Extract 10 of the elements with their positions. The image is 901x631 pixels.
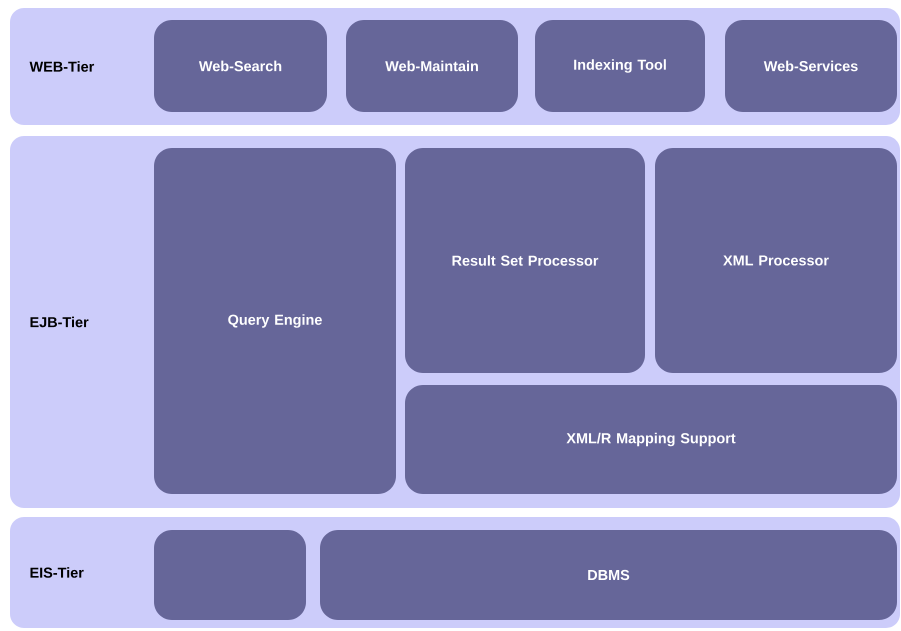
component-box: Query Engine xyxy=(154,148,396,494)
component-box xyxy=(154,530,306,620)
component-box: Web-Maintain xyxy=(346,20,518,112)
component-box: Web-Services xyxy=(725,20,897,112)
component-box: Result Set Processor xyxy=(405,148,645,373)
component-box: Indexing Tool xyxy=(535,20,705,112)
component-box: Web-Search xyxy=(154,20,327,112)
component-box: XML/R Mapping Support xyxy=(405,384,897,494)
component-box: DBMS xyxy=(320,530,897,620)
component-box: XML Processor xyxy=(655,148,897,373)
